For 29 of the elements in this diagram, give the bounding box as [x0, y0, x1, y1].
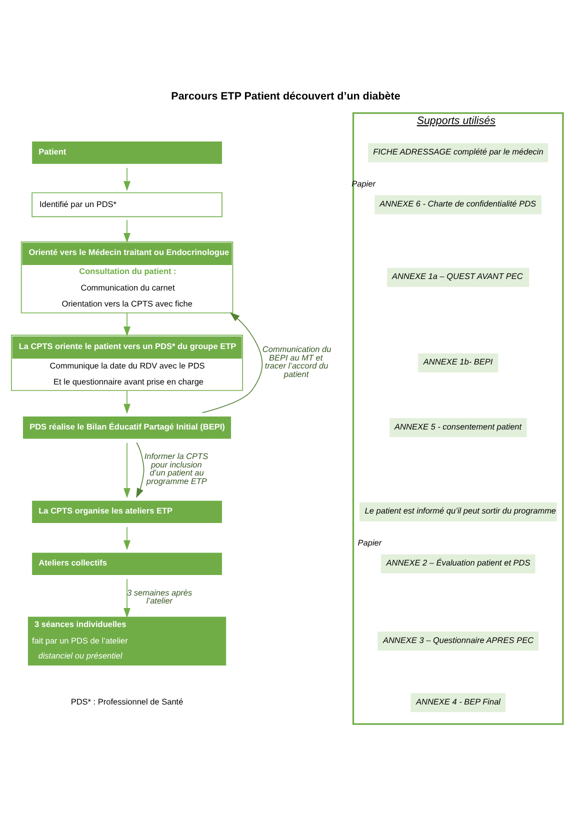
- arrow: [124, 312, 130, 336]
- node-box: ANNEXE 2 – Évaluation patient et PDS: [380, 554, 536, 574]
- edge-label: Informer la CPTS pour inclusion d’un patient au programme ETP: [144, 452, 208, 486]
- arrow: [124, 578, 130, 618]
- node-box: Identifié par un PDS*: [32, 192, 222, 218]
- arrow: [136, 442, 144, 498]
- node-box: Patient: [32, 142, 222, 164]
- node-box: ANNEXE 3 – Questionnaire APRES PEC: [378, 632, 539, 651]
- node-box: ANNEXE 1a – QUEST AVANT PEC: [387, 268, 530, 287]
- arrow: [124, 442, 130, 498]
- node-box: Ateliers collectifs: [32, 552, 222, 576]
- diagram-title: Parcours ETP Patient découvert d’un diabète: [171, 90, 400, 102]
- node-box: Le patient est informé qu’il peut sortir du programme: [359, 502, 557, 522]
- arrow: [124, 220, 130, 243]
- node-box: 3 séances individuelles fait par un PDS de l’atelier distanciel ou présentiel: [28, 616, 226, 666]
- node-box: La CPTS organise les ateliers ETP: [32, 500, 222, 524]
- label: PDS* : Professionnel de Santé: [70, 698, 184, 707]
- node-box: PDS réalise le Bilan Éducatif Partagé Initial (BEPI): [22, 416, 232, 439]
- edge-label: Communication du BEPI au MT et tracer l’accord du patient: [262, 345, 332, 379]
- arrow: [124, 167, 130, 191]
- node-box: ANNEXE 5 - consentement patient: [390, 418, 527, 438]
- arrow: [202, 312, 263, 414]
- arrow: [124, 526, 130, 550]
- node-label: Papier: [358, 538, 382, 548]
- node-box: ANNEXE 4 - BEP Final: [410, 693, 506, 712]
- node-box: ANNEXE 1b- BEPI: [418, 353, 498, 372]
- arrow: [124, 390, 130, 414]
- node-box: ANNEXE 6 - Charte de confidentialité PDS: [374, 195, 542, 214]
- node-box: FICHE ADRESSAGE complété par le médecin: [368, 143, 548, 162]
